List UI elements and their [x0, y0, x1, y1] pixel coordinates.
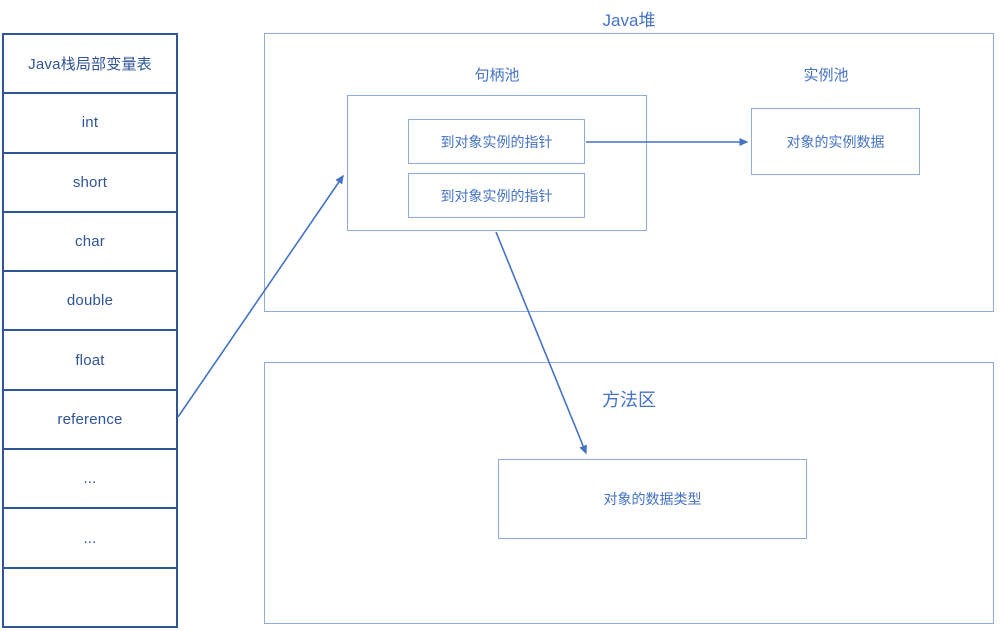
stack-table-row-ellipsis-1: ...	[4, 450, 176, 510]
instance-data-box: 对象的实例数据	[751, 108, 920, 175]
stack-table-row-short: short	[4, 154, 176, 213]
pointer-to-instance-box-1: 到对象实例的指针	[408, 119, 585, 164]
stack-table-row-double: double	[4, 272, 176, 332]
method-area-title: 方法区	[602, 390, 656, 410]
stack-table-row-float: float	[4, 331, 176, 391]
stack-table-row-empty	[4, 569, 176, 626]
stack-table-row-char: char	[4, 213, 176, 273]
object-data-type-box: 对象的数据类型	[498, 459, 807, 539]
stack-table-row-ellipsis-2: ...	[4, 509, 176, 569]
stack-table-row-reference: reference	[4, 391, 176, 451]
stack-table-row-int: int	[4, 94, 176, 154]
java-heap-title: Java堆	[602, 11, 656, 30]
pointer-to-instance-box-2: 到对象实例的指针	[408, 173, 585, 218]
stack-table-title: Java栈局部变量表	[4, 35, 176, 95]
java-stack-table: Java栈局部变量表 int short char double float r…	[2, 33, 178, 628]
instance-pool-label: 实例池	[803, 67, 849, 84]
handle-pool-label: 句柄池	[474, 67, 520, 84]
